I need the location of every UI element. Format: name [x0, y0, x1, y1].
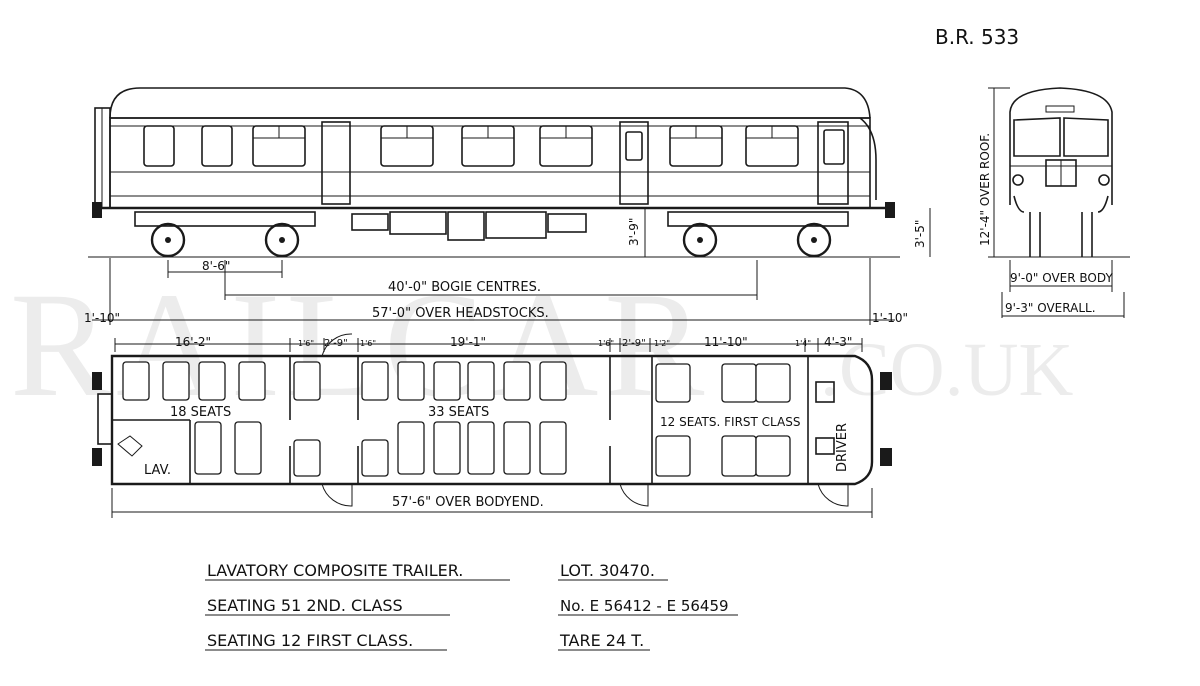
info-type: LAVATORY COMPOSITE TRAILER. [207, 561, 463, 580]
coach-body [109, 117, 871, 209]
dim-buffer-height: 3'-5" [913, 220, 927, 248]
info-seating-second: SEATING 51 2ND. CLASS [207, 596, 403, 615]
bogie-right [667, 211, 849, 258]
dim-overhang-left: 1'-10" [84, 311, 120, 325]
label-33-seats: 33 SEATS [428, 405, 489, 420]
diagram-number: B.R. 533 [935, 25, 1019, 49]
label-driver: DRIVER [835, 423, 850, 472]
dim-over-roof: 12'-4" OVER ROOF. [978, 133, 992, 246]
dim-headstocks: 57'-0" OVER HEADSTOCKS. [372, 306, 549, 321]
dim-top-7: 2'-9" [622, 338, 646, 349]
cab-outline [1009, 87, 1113, 205]
underframe-equipment [351, 211, 587, 241]
info-lot: LOT. 30470. [560, 561, 655, 580]
dim-top-2: 1'6" [298, 339, 314, 348]
seats-second-left [122, 361, 321, 477]
label-lav: LAV. [144, 463, 171, 478]
dim-floor-height: 3'-9" [627, 218, 641, 246]
dim-overhang-right: 1'-10" [872, 311, 908, 325]
door [619, 121, 649, 205]
label-18-seats: 18 SEATS [170, 405, 231, 420]
seats-first [655, 363, 791, 477]
seats-second-centre [361, 361, 567, 477]
dim-top-1: 16'-2" [175, 335, 211, 349]
door [817, 121, 849, 205]
door [321, 121, 351, 205]
dim-bogie-centres: 40'-0" BOGIE CENTRES. [388, 280, 541, 295]
info-numbers: No. E 56412 - E 56459 [560, 597, 729, 615]
side-elevation: 8'-6" 40'-0" BOGIE CENTRES. 57'-0" OVER … [84, 87, 931, 325]
dim-bogie-wheelbase: 8'-6" [202, 259, 230, 273]
dim-top-5: 19'-1" [450, 335, 486, 349]
side-windows [143, 125, 845, 167]
dim-top-8: 1'2" [654, 339, 670, 348]
bogie-left [134, 211, 316, 258]
plan-view: 16'-2" 1'6" 2'-9" 1'6" 19'-1" 1'6" 2'-9"… [92, 333, 892, 518]
dim-overall: 9'-3" OVERALL. [1005, 301, 1096, 315]
dim-bodyend: 57'-6" OVER BODYEND. [392, 495, 544, 510]
dim-over-body: 9'-0" OVER BODY [1010, 271, 1113, 285]
label-12-seats-first: 12 SEATS. FIRST CLASS [660, 415, 800, 429]
info-tare: TARE 24 T. [559, 631, 644, 650]
dim-top-9: 11'-10" [704, 335, 748, 349]
dim-top-10: 1'4" [795, 339, 811, 348]
plan-outline [110, 354, 874, 486]
dim-top-3: 2'-9" [324, 338, 348, 349]
dim-top-4: 1'6" [360, 339, 376, 348]
coach-roof [109, 87, 871, 119]
info-seating-first: SEATING 12 FIRST CLASS. [207, 631, 413, 650]
watermark-suffix: .CO.UK [820, 328, 1073, 412]
info-block: LAVATORY COMPOSITE TRAILER. SEATING 51 2… [205, 561, 738, 651]
dim-top-6: 1'6" [598, 339, 614, 348]
dim-top-11: 4'-3" [824, 335, 852, 349]
dim-ticks [114, 338, 863, 352]
end-elevation: 12'-4" OVER ROOF. 9'-0" OVER BODY 9'-3" … [978, 87, 1130, 318]
